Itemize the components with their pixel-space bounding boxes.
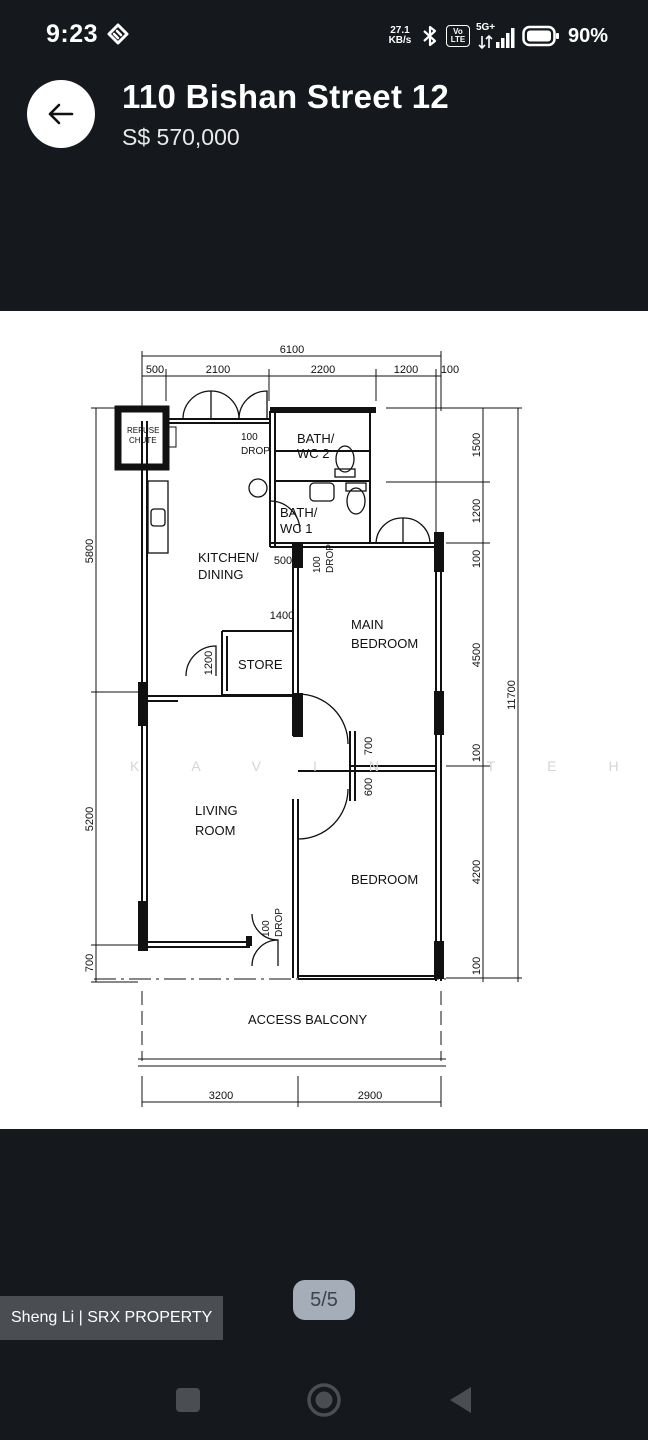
agent-credit: Sheng Li | SRX PROPERTY [0, 1296, 224, 1340]
back-button[interactable] [27, 80, 95, 148]
kitchen-label-1: KITCHEN/ [198, 550, 259, 565]
back-nav-button[interactable] [440, 1380, 480, 1420]
store-label: STORE [238, 657, 283, 672]
watermark: KAVIN TEH [130, 758, 648, 774]
volte-icon: Vo LTE [445, 25, 470, 47]
dim-top-4: 1200 [394, 364, 418, 376]
notification-tag-icon [107, 23, 129, 45]
dim-top-5: 100 [441, 364, 459, 376]
living-room-label-1: LIVING [195, 803, 238, 818]
main-bedroom-label-1: MAIN [351, 617, 384, 632]
dim-right-5: 100 [471, 744, 483, 762]
battery-percent: 90% [567, 24, 608, 47]
dim-left-2: 5200 [84, 807, 96, 831]
dim-top-1: 500 [146, 364, 164, 376]
dim-left-1: 5800 [84, 539, 96, 563]
refuse-chute-label-2: CHUTE [129, 436, 157, 445]
bath-wc2-label-1: BATH/ [297, 431, 335, 446]
dim-right-4: 4500 [471, 643, 483, 667]
drop3-number: 100 [261, 920, 272, 937]
listing-price: S$ 570,000 [122, 124, 240, 150]
dim-bottom-1: 3200 [209, 1090, 233, 1102]
home-button[interactable] [304, 1380, 344, 1420]
dim-total-width: 6100 [280, 344, 304, 356]
photo-counter: 5/5 [293, 1280, 355, 1320]
recent-apps-button[interactable] [168, 1380, 208, 1420]
dim-store-depth: 1200 [203, 651, 215, 675]
dim-right-7: 100 [471, 957, 483, 975]
dim-right-2: 1200 [471, 499, 483, 523]
bath-wc2-label-2: WC 2 [297, 446, 330, 461]
drop1-label: DROP [241, 446, 270, 457]
triangle-back-icon [450, 1387, 471, 1413]
battery-icon [522, 25, 559, 47]
drop2-number: 100 [312, 556, 323, 573]
refuse-chute-label-1: REFUSE [127, 426, 159, 435]
floor-plan-drawing: 6100 500 2100 2200 1200 100 3200 2900 14… [84, 344, 648, 1107]
dim-top-2: 2100 [206, 364, 230, 376]
dim-right-1: 1500 [471, 433, 483, 457]
listing-header: 110 Bishan Street 12 S$ 570,000 [0, 72, 648, 312]
dim-right-3: 100 [471, 550, 483, 568]
signal-icon: 5G+ [476, 22, 516, 50]
status-bar: 9:23 27.1 KB/s Vo LTE 5G+ [0, 0, 648, 72]
drop3-label: DROP [274, 908, 285, 937]
bedroom-label: BEDROOM [351, 872, 418, 887]
dim-right-6: 4200 [471, 860, 483, 884]
drop1-number: 100 [241, 432, 258, 443]
dim-door-700: 700 [363, 737, 375, 755]
dim-bottom-2: 2900 [358, 1090, 382, 1102]
arrow-left-icon [48, 103, 74, 125]
dim-total-length: 11700 [506, 680, 518, 710]
main-bedroom-label-2: BEDROOM [351, 636, 418, 651]
living-room-label-2: ROOM [195, 823, 235, 838]
bluetooth-icon [423, 25, 437, 47]
kitchen-label-2: DINING [198, 567, 244, 582]
dim-top-3: 2200 [311, 364, 335, 376]
dim-door-600: 600 [363, 778, 375, 796]
system-nav-bar [0, 1360, 648, 1440]
drop2-label: DROP [325, 544, 336, 573]
status-time: 9:23 [46, 20, 99, 48]
square-icon [176, 1388, 200, 1412]
network-speed: 27.1 KB/s [388, 25, 412, 46]
floor-plan-image[interactable]: 6100 500 2100 2200 1200 100 3200 2900 14… [0, 311, 648, 1129]
listing-title: 110 Bishan Street 12 [122, 78, 450, 115]
dim-left-3: 700 [84, 954, 96, 972]
dim-kitchen-500: 500 [274, 555, 292, 567]
bath-wc1-label-2: WC 1 [280, 521, 313, 536]
access-balcony-label: ACCESS BALCONY [248, 1012, 368, 1027]
bath-wc1-label-1: BATH/ [280, 505, 318, 520]
dim-store-width: 1400 [270, 610, 294, 622]
home-circle-icon [307, 1383, 341, 1417]
status-icons: 27.1 KB/s Vo LTE 5G+ 90% [386, 20, 608, 52]
